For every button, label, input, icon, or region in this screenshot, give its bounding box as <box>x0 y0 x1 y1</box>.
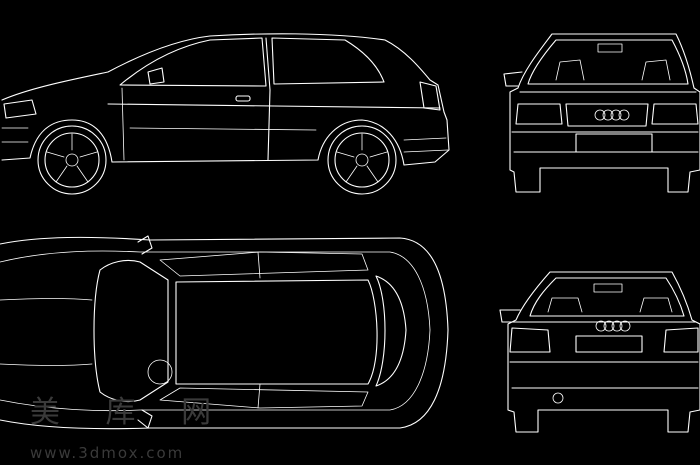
front-left-headlight <box>515 103 563 125</box>
front-bumper <box>511 131 699 153</box>
side-door-front-line <box>121 87 125 161</box>
top-inner-line <box>0 250 431 412</box>
front-seats <box>555 59 671 81</box>
rear-logo-rings <box>595 320 631 332</box>
top-body-outline <box>0 236 449 430</box>
front-left-mirror <box>503 71 523 87</box>
front-body-outline <box>509 33 700 193</box>
side-headlight <box>3 99 37 119</box>
top-mirror-lower <box>137 409 153 429</box>
side-front-bumper <box>1 127 29 143</box>
front-view <box>503 33 700 193</box>
top-b-pillar <box>257 251 261 409</box>
side-rear-window <box>271 37 385 85</box>
top-steering-wheel <box>147 359 173 385</box>
rear-right-taillight <box>663 327 699 353</box>
front-grille <box>565 103 649 127</box>
front-right-headlight <box>651 103 699 125</box>
top-windscreen <box>93 259 169 403</box>
side-mirror <box>147 67 165 85</box>
side-rear-wheel <box>327 125 397 195</box>
top-view <box>0 235 449 430</box>
rear-window <box>529 277 685 317</box>
rear-left-mirror <box>499 309 521 323</box>
rear-bumper <box>509 361 699 389</box>
rear-license-plate <box>575 335 643 353</box>
side-front-wheel <box>37 125 107 195</box>
rear-headrests <box>547 297 673 313</box>
side-rear-bumper <box>403 137 449 153</box>
side-view <box>1 33 450 195</box>
side-body-outline <box>1 33 450 166</box>
rear-exhaust <box>552 392 564 404</box>
top-mirror-upper <box>137 235 153 255</box>
rear-view <box>499 271 700 433</box>
front-windscreen <box>527 39 689 85</box>
side-taillight <box>419 81 441 111</box>
top-roof-panel <box>175 279 378 385</box>
top-side-glass-lower <box>159 387 369 409</box>
side-door-line <box>265 37 271 161</box>
side-character-line <box>107 103 441 109</box>
rear-left-taillight <box>509 327 551 353</box>
rear-brake-light <box>593 283 623 293</box>
side-lower-line <box>129 127 317 131</box>
watermark: 美 库 网 www.3dmox.com <box>30 395 229 462</box>
front-logo-rings <box>594 109 630 121</box>
side-door-handle <box>235 95 251 102</box>
top-rear-window <box>375 275 407 387</box>
top-hood-crease <box>0 298 93 366</box>
rear-body-outline <box>507 271 700 433</box>
top-side-glass-upper <box>159 251 369 277</box>
front-rear-mirror <box>597 43 623 53</box>
watermark-brand-text: 美 库 网 <box>30 395 229 430</box>
side-window-frame <box>119 37 267 87</box>
front-license-plate <box>575 133 653 153</box>
watermark-url-text: www.3dmox.com <box>30 444 184 462</box>
